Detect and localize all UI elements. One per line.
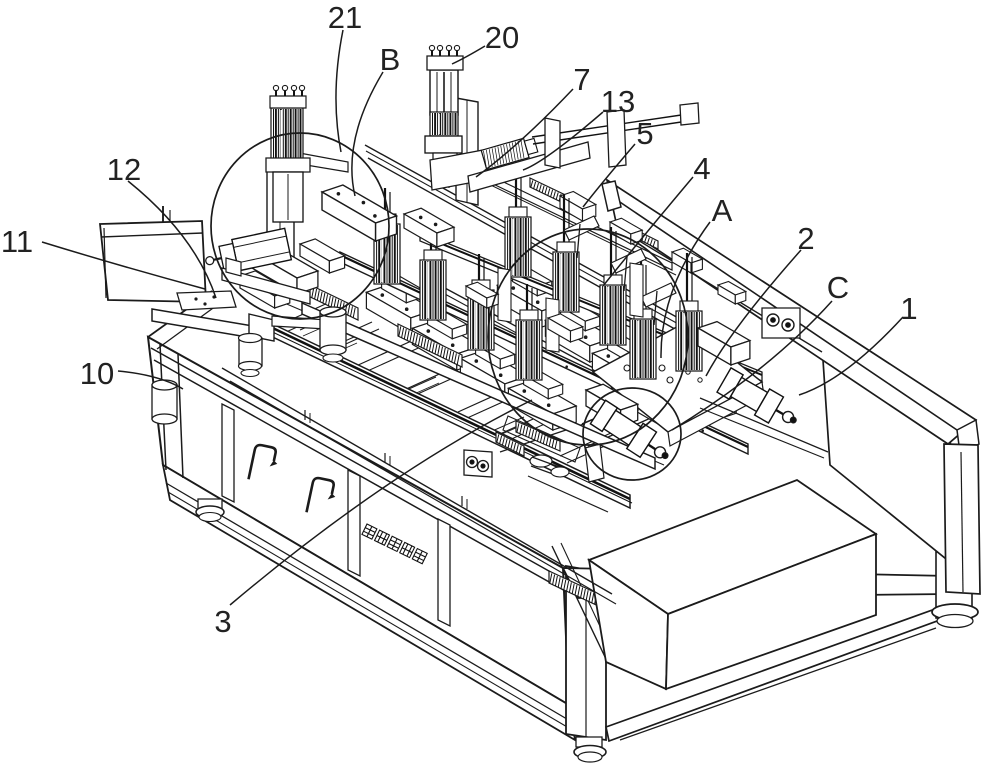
svg-text:4: 4 (693, 151, 710, 186)
svg-text:20: 20 (485, 20, 519, 55)
svg-text:21: 21 (328, 0, 362, 35)
svg-text:13: 13 (601, 84, 635, 119)
svg-text:3: 3 (214, 604, 231, 639)
svg-text:B: B (380, 42, 401, 77)
svg-text:2: 2 (797, 221, 814, 256)
svg-text:C: C (827, 270, 849, 305)
svg-text:12: 12 (107, 152, 141, 187)
svg-text:11: 11 (1, 224, 33, 259)
svg-text:5: 5 (636, 116, 653, 151)
svg-text:7: 7 (573, 62, 590, 97)
svg-text:A: A (712, 193, 733, 228)
svg-text:1: 1 (900, 291, 917, 326)
svg-text:10: 10 (80, 356, 114, 391)
